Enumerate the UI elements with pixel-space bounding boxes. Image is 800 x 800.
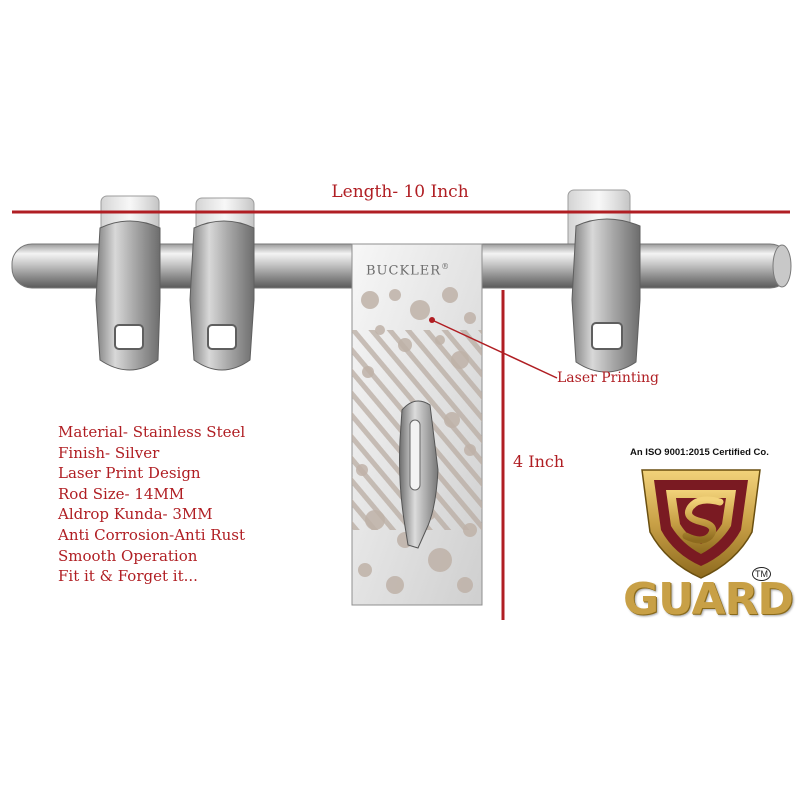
feature-item: Finish- Silver (58, 443, 160, 462)
guard-logo-text: GUARD (623, 574, 794, 625)
iso-certification-text: An ISO 9001:2015 Certified Co. (630, 447, 769, 458)
feature-item: Rod Size- 14MM (58, 484, 185, 503)
height-label: 4 Inch (513, 452, 565, 471)
feature-item: Smooth Operation (58, 546, 198, 565)
plate-brand-text: BUCKLER (366, 263, 442, 279)
feature-item: Fit it & Forget it... (58, 567, 198, 586)
bracket-right (571, 218, 641, 373)
plate-brand: BUCKLER® (366, 262, 450, 278)
bracket-left-2 (189, 220, 255, 371)
feature-item: Material- Stainless Steel (58, 423, 246, 441)
registered-mark: ® (441, 262, 451, 271)
feature-item: Laser Print Design (58, 464, 201, 483)
laser-printing-label: Laser Printing (557, 370, 659, 386)
guard-shield-logo-icon (641, 469, 761, 579)
laser-callout-dot (429, 317, 435, 323)
feature-item: Aldrop Kunda- 3MM (58, 505, 213, 524)
feature-item: Anti Corrosion-Anti Rust (58, 525, 245, 544)
length-label: Length- 10 Inch (331, 182, 469, 202)
laser-callout-line (431, 319, 558, 379)
laser-printed-plate (351, 243, 483, 606)
trademark-mark: TM (752, 567, 771, 581)
feature-list: Material- Stainless Steel Finish- Silver… (58, 422, 245, 587)
bracket-left-1 (95, 220, 161, 371)
rod-end-cap (772, 244, 792, 288)
